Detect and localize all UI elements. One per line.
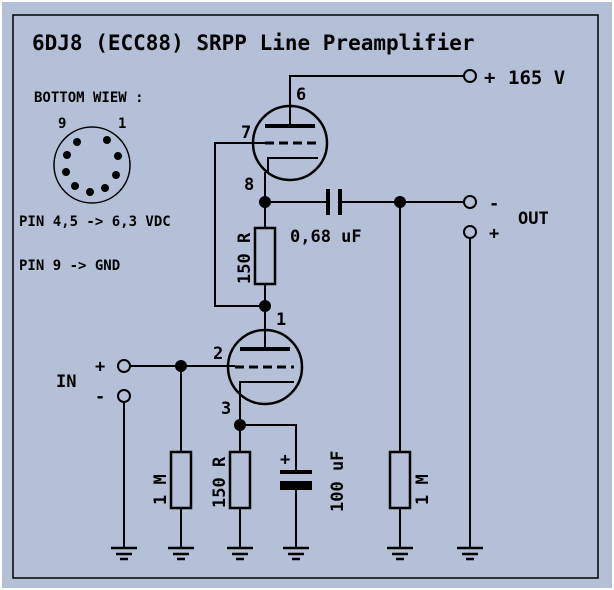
r-cathode-value: 150 R	[210, 456, 230, 508]
output-minus-sign: -	[489, 194, 499, 214]
ground-icon	[168, 546, 194, 561]
supply-plus-sign: +	[484, 67, 495, 89]
r-out-value: 1 M	[413, 474, 433, 505]
r-out-resistor	[388, 450, 412, 510]
upper-anode-pin: 6	[296, 85, 306, 105]
ground-icon	[227, 546, 253, 561]
heater-pin-note: PIN 4,5 -> 6,3 VDC	[19, 214, 171, 230]
ground-icon	[457, 546, 483, 561]
supply-voltage-label: 165 V	[508, 67, 565, 89]
inner-frame	[12, 14, 599, 579]
ground-pin-note: PIN 9 -> GND	[19, 258, 120, 274]
diagram-title: 6DJ8 (ECC88) SRPP Line Preamplifier	[32, 31, 475, 55]
coupling-cap-value: 0,68 uF	[290, 227, 362, 247]
pinout-socket-icon	[53, 126, 131, 204]
supply-terminal	[463, 69, 477, 83]
output-minus-terminal	[463, 195, 477, 209]
supply-wire	[289, 75, 463, 112]
r-top-value: 150 R	[235, 232, 255, 284]
upper-grid-pin: 7	[241, 123, 251, 143]
lower-cathode-wire	[239, 397, 297, 470]
cathode-capacitor	[280, 470, 312, 490]
output-label: OUT	[518, 209, 549, 229]
ground-symbols	[111, 546, 483, 561]
pinout-heading: BOTTOM WIEW :	[34, 90, 144, 106]
r-grid-resistor	[169, 450, 193, 510]
coupling-capacitor	[326, 189, 342, 215]
output-plus-terminal	[463, 225, 477, 239]
r-cathode-resistor	[228, 450, 252, 510]
lower-anode-pin: 1	[276, 310, 286, 330]
lower-cathode-pin: 3	[221, 399, 231, 419]
r-grid-value: 1 M	[151, 474, 171, 505]
pinout-pin-1-label: 1	[118, 116, 126, 132]
input-minus-sign: -	[95, 387, 105, 407]
ground-icon	[387, 546, 413, 561]
r-top-resistor	[253, 226, 277, 286]
input-plus-terminal	[117, 359, 131, 373]
ground-icon	[283, 546, 309, 561]
upper-cathode-pin: 8	[244, 175, 254, 195]
lower-anode-junction	[259, 300, 271, 312]
ground-icon	[111, 546, 137, 561]
lower-grid-pin: 2	[213, 344, 223, 364]
grid-return-wire	[214, 142, 265, 307]
cathode-cap-value: 100 uF	[328, 451, 348, 512]
input-label: IN	[56, 372, 76, 392]
output-plus-sign: +	[489, 224, 499, 244]
cathode-cap-polarity: +	[280, 450, 290, 470]
input-minus-terminal	[117, 389, 131, 403]
input-plus-sign: +	[95, 357, 105, 377]
pinout-pin-9-label: 9	[58, 116, 66, 132]
